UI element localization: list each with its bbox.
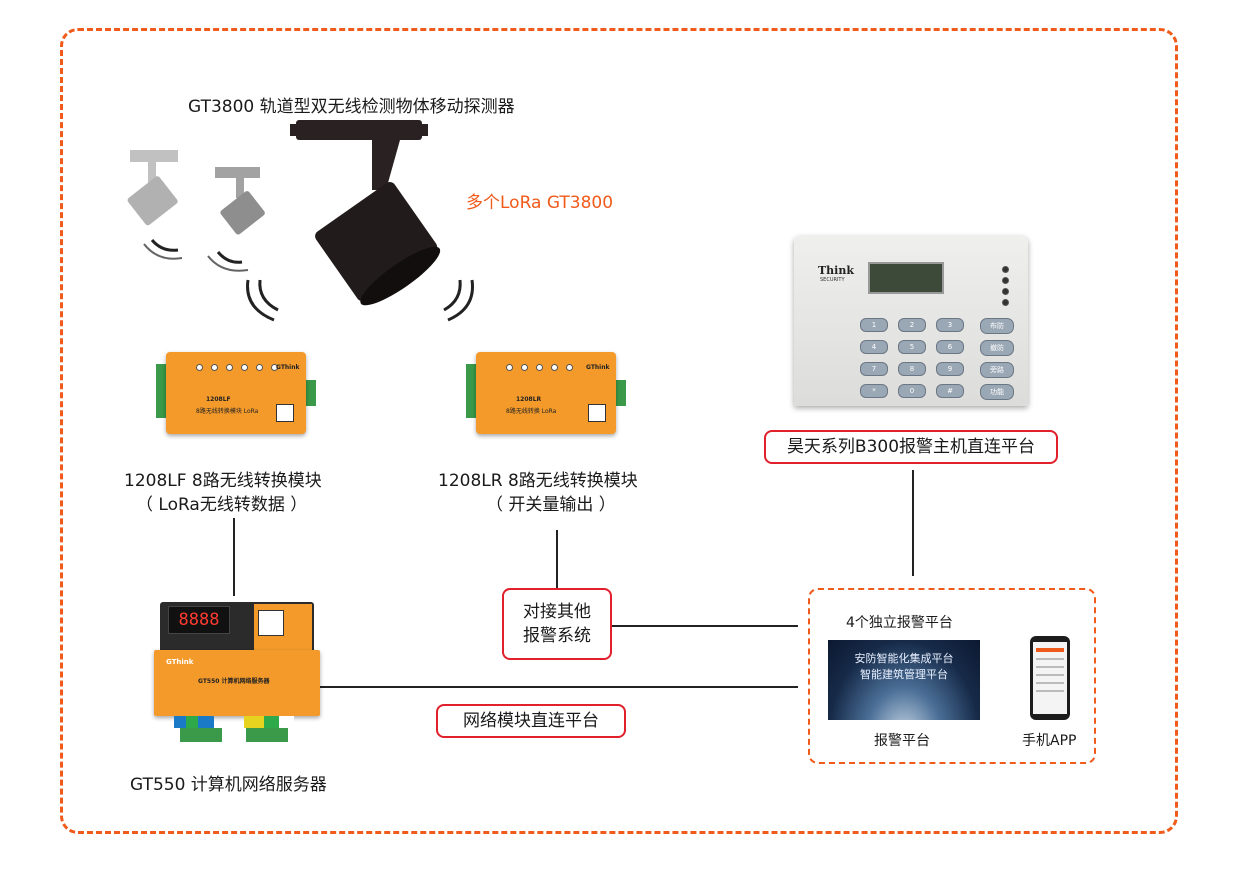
keypad-key[interactable]: 3 [936, 318, 964, 332]
keypad-key[interactable]: 4 [860, 340, 888, 354]
led-display: 8888 [168, 606, 230, 634]
server-caption: GT550 计算机网络服务器 [130, 775, 327, 795]
qr-code-icon [276, 404, 294, 422]
lf-module-device: GThink 1208LF 8路无线转换模块 LoRa [156, 350, 316, 436]
keypad-key[interactable]: 0 [898, 384, 926, 398]
connector-line [612, 625, 798, 627]
function-keys: 布防撤防旁路功能 [980, 318, 1014, 400]
lf-module-desc: （ LoRa无线转数据 ） [136, 495, 308, 515]
connector-line [320, 686, 798, 688]
keypad-key[interactable]: 2 [898, 318, 926, 332]
keypad-key[interactable]: * [860, 384, 888, 398]
qr-code-icon [588, 404, 606, 422]
platform-group-frame [808, 588, 1096, 764]
lr-module-desc: （ 开关量输出 ） [486, 495, 616, 515]
connector-line [912, 470, 914, 576]
lf-module-name: 1208LF 8路无线转换模块 [124, 471, 322, 491]
other-systems-line2: 报警系统 [523, 626, 591, 646]
connector-line [233, 518, 235, 596]
small-detector-icon [127, 150, 178, 226]
alarm-host-caption: 昊天系列B300报警主机直连平台 [764, 430, 1058, 464]
keypad-key[interactable]: 5 [898, 340, 926, 354]
detector-illustration [127, 120, 474, 322]
platform-screen: 安防智能化集成平台 智能建筑管理平台 [828, 640, 980, 720]
qr-code-icon [258, 610, 284, 636]
other-systems-line1: 对接其他 [523, 602, 591, 622]
other-systems-box: 对接其他 报警系统 [502, 588, 612, 660]
keypad-key[interactable]: # [936, 384, 964, 398]
platform-group-title: 4个独立报警平台 [846, 615, 953, 631]
small-detector-icon [215, 167, 265, 235]
app-label: 手机APP [1022, 733, 1077, 749]
keypad-key[interactable]: 6 [936, 340, 964, 354]
phone-icon [1030, 636, 1070, 720]
detector-title: GT3800 轨道型双无线检测物体移动探测器 [188, 97, 515, 117]
large-detector-icon [290, 120, 441, 306]
platform-label: 报警平台 [874, 733, 930, 749]
wireless-wave-icon [143, 239, 474, 322]
lora-label: 多个LoRa GT3800 [466, 193, 614, 213]
server-device: 8888 GThink GT550 计算机网络服务器 [154, 598, 320, 748]
network-label: 网络模块直连平台 [436, 704, 626, 738]
function-key[interactable]: 功能 [980, 384, 1014, 400]
keypad-key[interactable]: 7 [860, 362, 888, 376]
keypad-key[interactable]: 1 [860, 318, 888, 332]
function-key[interactable]: 旁路 [980, 362, 1014, 378]
function-key[interactable]: 布防 [980, 318, 1014, 334]
connector-line [556, 530, 558, 588]
lr-module-name: 1208LR 8路无线转换模块 [438, 471, 638, 491]
outer-frame [60, 28, 1178, 834]
keypad-key[interactable]: 8 [898, 362, 926, 376]
function-key[interactable]: 撤防 [980, 340, 1014, 356]
keypad-key[interactable]: 9 [936, 362, 964, 376]
lr-module-device: GThink 1208LR 8路无线转换 LoRa [466, 350, 626, 436]
